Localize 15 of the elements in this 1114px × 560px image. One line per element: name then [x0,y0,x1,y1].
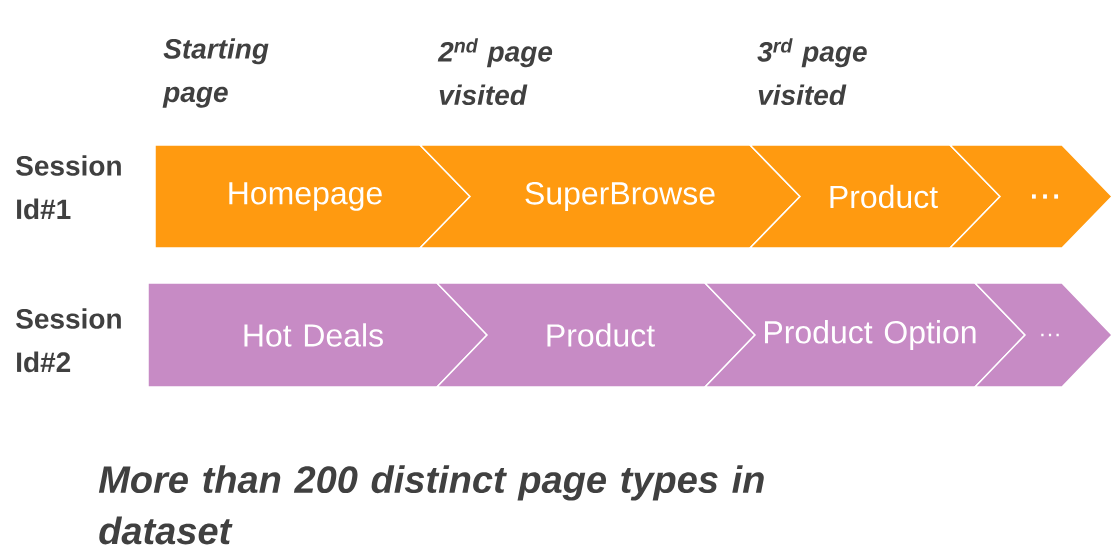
chevron-step: Homepage [154,144,472,249]
row-label: Session Id#2 [16,308,121,373]
header-label: Starting page [162,38,269,108]
chevron-step: Hot Deals [147,282,489,388]
chevron-step: Product [435,282,757,388]
header-label: 2$^{nd}$ page visited [437,38,553,106]
header-label: 3$^{rd}$ page visited [757,38,867,106]
chevron-step: SuperBrowse [418,144,802,249]
note-text: More than 200 distinct page types in dataset [98,465,764,545]
node-label: ... [1031,194,1059,199]
chevron-step: Product Option [703,282,1027,388]
chevron-step: ... [948,144,1114,249]
row-label: Session Id#1 [16,155,121,220]
node-label: … [1041,333,1059,337]
chevron-step: Product [748,144,1002,249]
